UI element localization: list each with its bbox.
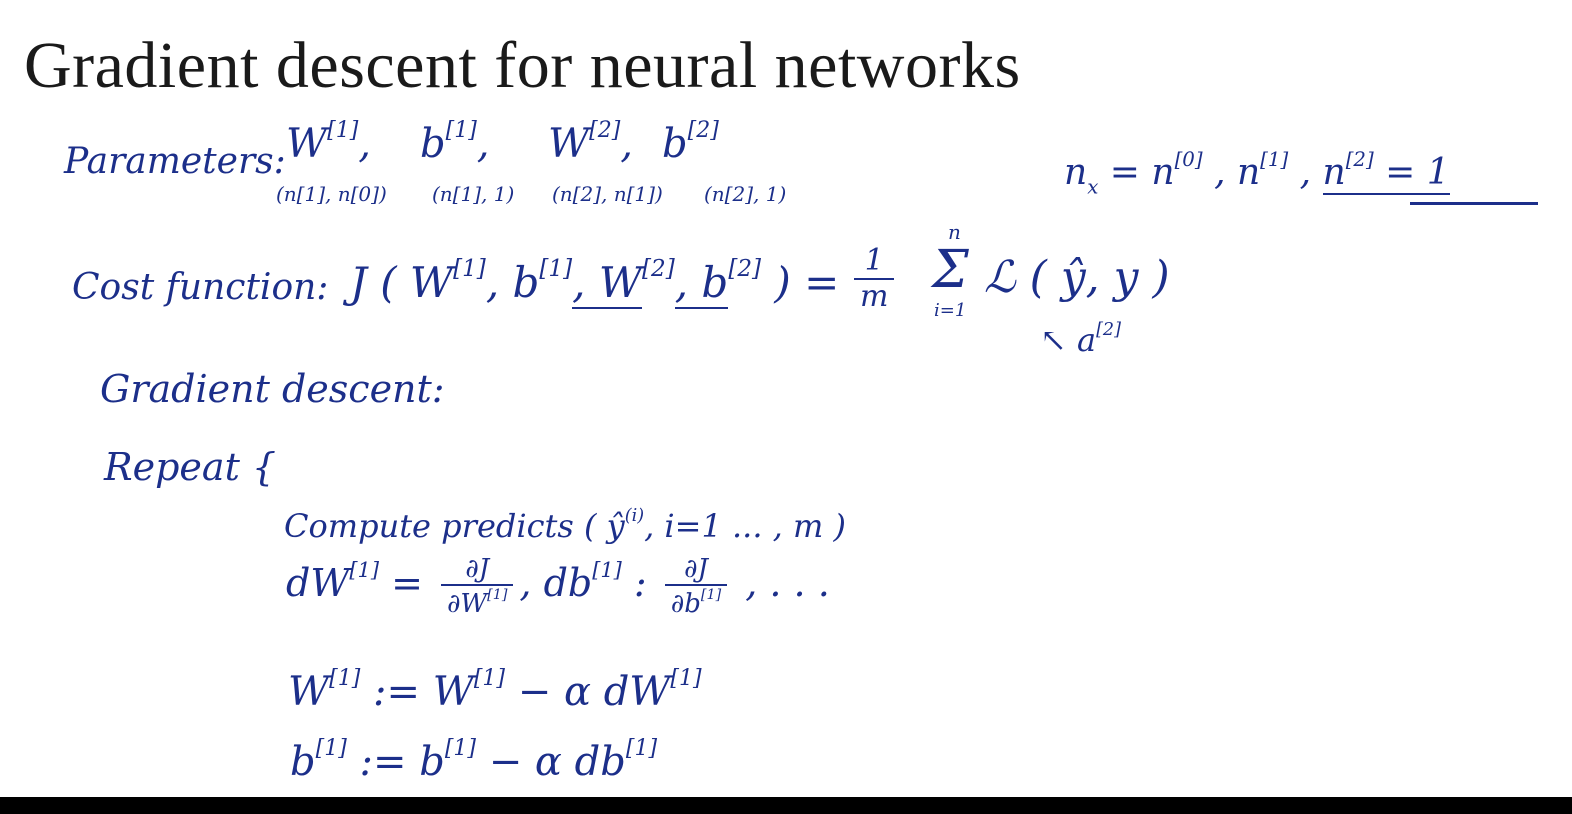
- sum-bottom: i=1: [934, 300, 967, 321]
- weight-update: W[1] := W[1] − α dW[1]: [288, 666, 702, 715]
- slide-title: Gradient descent for neural networks: [24, 29, 1021, 102]
- layer-dimensions: nx = n[0] , n[1] , n[2] = 1: [1064, 148, 1450, 199]
- repeat-label: Repeat {: [104, 445, 277, 489]
- param-b2: b[2]: [662, 118, 719, 167]
- sum-top: n: [948, 220, 961, 244]
- cost-function-formula: J ( W[1], b[1], W[2], b[2] ) =: [350, 256, 840, 309]
- param-w2: W[2],: [548, 118, 634, 167]
- prediction-annotation: ↖ a[2]: [1040, 320, 1121, 359]
- sum-symbol: Σ: [932, 240, 969, 300]
- dims-underline: [1410, 202, 1538, 205]
- gradient-equations: dW[1] = ∂J∂W[1], db[1] : ∂J∂b[1] , . . .: [286, 554, 830, 619]
- param-w1-shape: (n[1], n[0]): [276, 182, 387, 206]
- param-b1-shape: (n[1], 1): [432, 182, 515, 206]
- param-w1: W[1],: [286, 118, 372, 167]
- gradient-descent-label: Gradient descent:: [100, 367, 445, 411]
- param-b2-shape: (n[2], 1): [704, 182, 787, 206]
- compute-predictions: Compute predicts ( ŷ(i), i=1 ... , m ): [284, 506, 847, 545]
- video-bottom-bar: [0, 797, 1572, 814]
- parameters-label: Parameters:: [64, 141, 286, 182]
- cost-function-label: Cost function:: [72, 267, 329, 308]
- param-w2-shape: (n[2], n[1]): [552, 182, 663, 206]
- output-layer-size: n[2] = 1: [1322, 148, 1450, 195]
- bias-update: b[1] := b[1] − α db[1]: [290, 736, 658, 785]
- loss-term: ℒ ( ŷ, y ): [984, 252, 1170, 303]
- param-b1: b[1],: [420, 118, 490, 167]
